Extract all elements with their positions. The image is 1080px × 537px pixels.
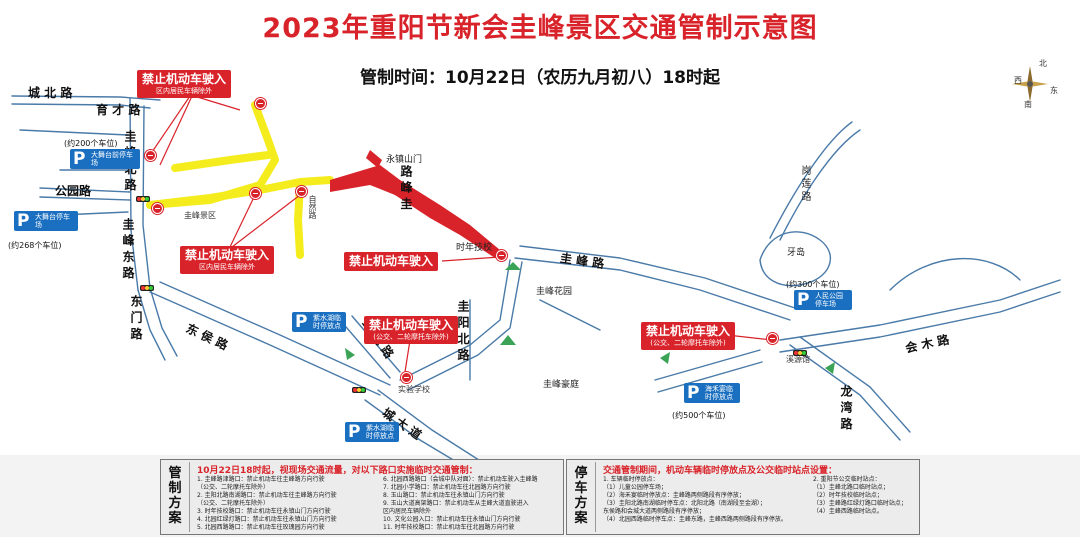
ban-label: 禁止机动车驶入区内居民车辆除外	[137, 70, 232, 98]
parking-icon: P	[295, 312, 308, 332]
no-entry-icon	[496, 250, 507, 261]
parking-icon: P	[348, 422, 361, 442]
parking-icon: P	[797, 290, 810, 310]
control-plan-intro: 10月22日18时起，视现场交通流量，对以下路口实施临时交通管制：	[197, 466, 478, 476]
place-yadao: 牙岛	[787, 248, 806, 258]
parking-icon: P	[73, 149, 86, 169]
place-guifeng-garden: 圭峰花园	[536, 287, 573, 297]
parking-capacity: (约500个车位)	[672, 411, 726, 420]
parking-plan-col1: 1. 车辆临时停放点：（1）儿童公园停车场；（2）海禾宴临时停放点：圭峰路两侧路…	[603, 476, 787, 523]
traffic-light-icon	[136, 196, 150, 202]
parking-icon: P	[687, 383, 700, 403]
traffic-light-icon	[793, 350, 807, 356]
road-gongyuan: 公园路	[55, 184, 92, 198]
parking-icon: P	[17, 211, 30, 231]
compass-south: 南	[1024, 100, 1032, 109]
map-title: 2023年重阳节新会圭峰景区交通管制示意图	[262, 13, 818, 44]
place-yongzhen: 永镇山门	[386, 155, 423, 165]
compass-east: 东	[1050, 86, 1058, 95]
compass-north: 北	[1039, 59, 1047, 68]
parking-capacity: (约200个车位)	[64, 139, 118, 148]
no-entry-icon	[255, 98, 266, 109]
control-plan-panel: 管制方案 10月22日18时起，视现场交通流量，对以下路口实施临时交通管制： 1…	[160, 459, 564, 535]
no-entry-icon	[401, 372, 412, 383]
parking-capacity: (约300个车位)	[786, 280, 840, 289]
no-entry-icon	[250, 188, 261, 199]
parking-capacity: (约268个车位)	[8, 241, 62, 250]
parking-plan-heading: 停车方案	[574, 466, 588, 526]
road-guiyang-north: 圭 阳 北 路	[456, 300, 470, 361]
no-entry-icon	[767, 333, 778, 344]
road-dongmen: 东 门 路	[129, 295, 143, 340]
no-entry-icon	[296, 186, 307, 197]
no-entry-icon	[152, 203, 163, 214]
road-tonglu: 岗 莲 路	[799, 165, 810, 202]
place-guifeng-jingqu: 圭峰景区	[184, 211, 216, 220]
place-xiangyuan: 溪源馆	[786, 355, 810, 364]
road-chengbei: 城 北 路	[28, 86, 73, 100]
road-yucai: 育 才 路	[96, 103, 141, 117]
ban-label: 禁止机动车驶入(公交、二轮摩托车除外)	[641, 322, 736, 350]
traffic-light-icon	[352, 387, 366, 393]
road-guifeng-winding: 路 峰 圭	[399, 165, 413, 210]
ban-label: 禁止机动车驶入区内居民车辆除外	[180, 246, 275, 274]
place-shixian: 时年技校	[456, 243, 493, 253]
road-guifeng-east: 圭 峰 东 路	[121, 218, 135, 279]
place-shiyan: 实验学校	[398, 385, 430, 394]
control-plan-heading: 管制方案	[168, 466, 182, 526]
road-longwan: 龙 湾 路	[839, 385, 853, 430]
control-plan-col1: 1. 圭峰路津路口：禁止机动车往圭峰路方向行驶 （公交、二轮摩托车除外）2. 圭…	[197, 476, 337, 531]
compass-west: 西	[1014, 76, 1022, 85]
traffic-light-icon	[140, 285, 154, 291]
road-ziwei: 自然路	[308, 195, 317, 219]
parking-plan-intro: 交通管制期间，机动车辆临时停放点及公交临时站点设置：	[603, 466, 838, 476]
ban-label: 禁止机动车驶入	[344, 252, 439, 271]
ban-label: 禁止机动车驶入(公交、二轮摩托车除外)	[364, 316, 459, 344]
place-guifeng-haoting: 圭峰豪庭	[543, 380, 580, 390]
control-time: 管制时间：10月22日（农历九月初八）18时起	[360, 68, 720, 88]
parking-plan-col2: 2. 重阳节公交临时站点：（1）圭峰北路口临时站点；（2）时年技校临时站点；（3…	[813, 476, 907, 515]
no-entry-icon	[145, 150, 156, 161]
parking-plan-panel: 停车方案 交通管制期间，机动车辆临时停放点及公交临时站点设置： 1. 车辆临时停…	[566, 459, 920, 535]
